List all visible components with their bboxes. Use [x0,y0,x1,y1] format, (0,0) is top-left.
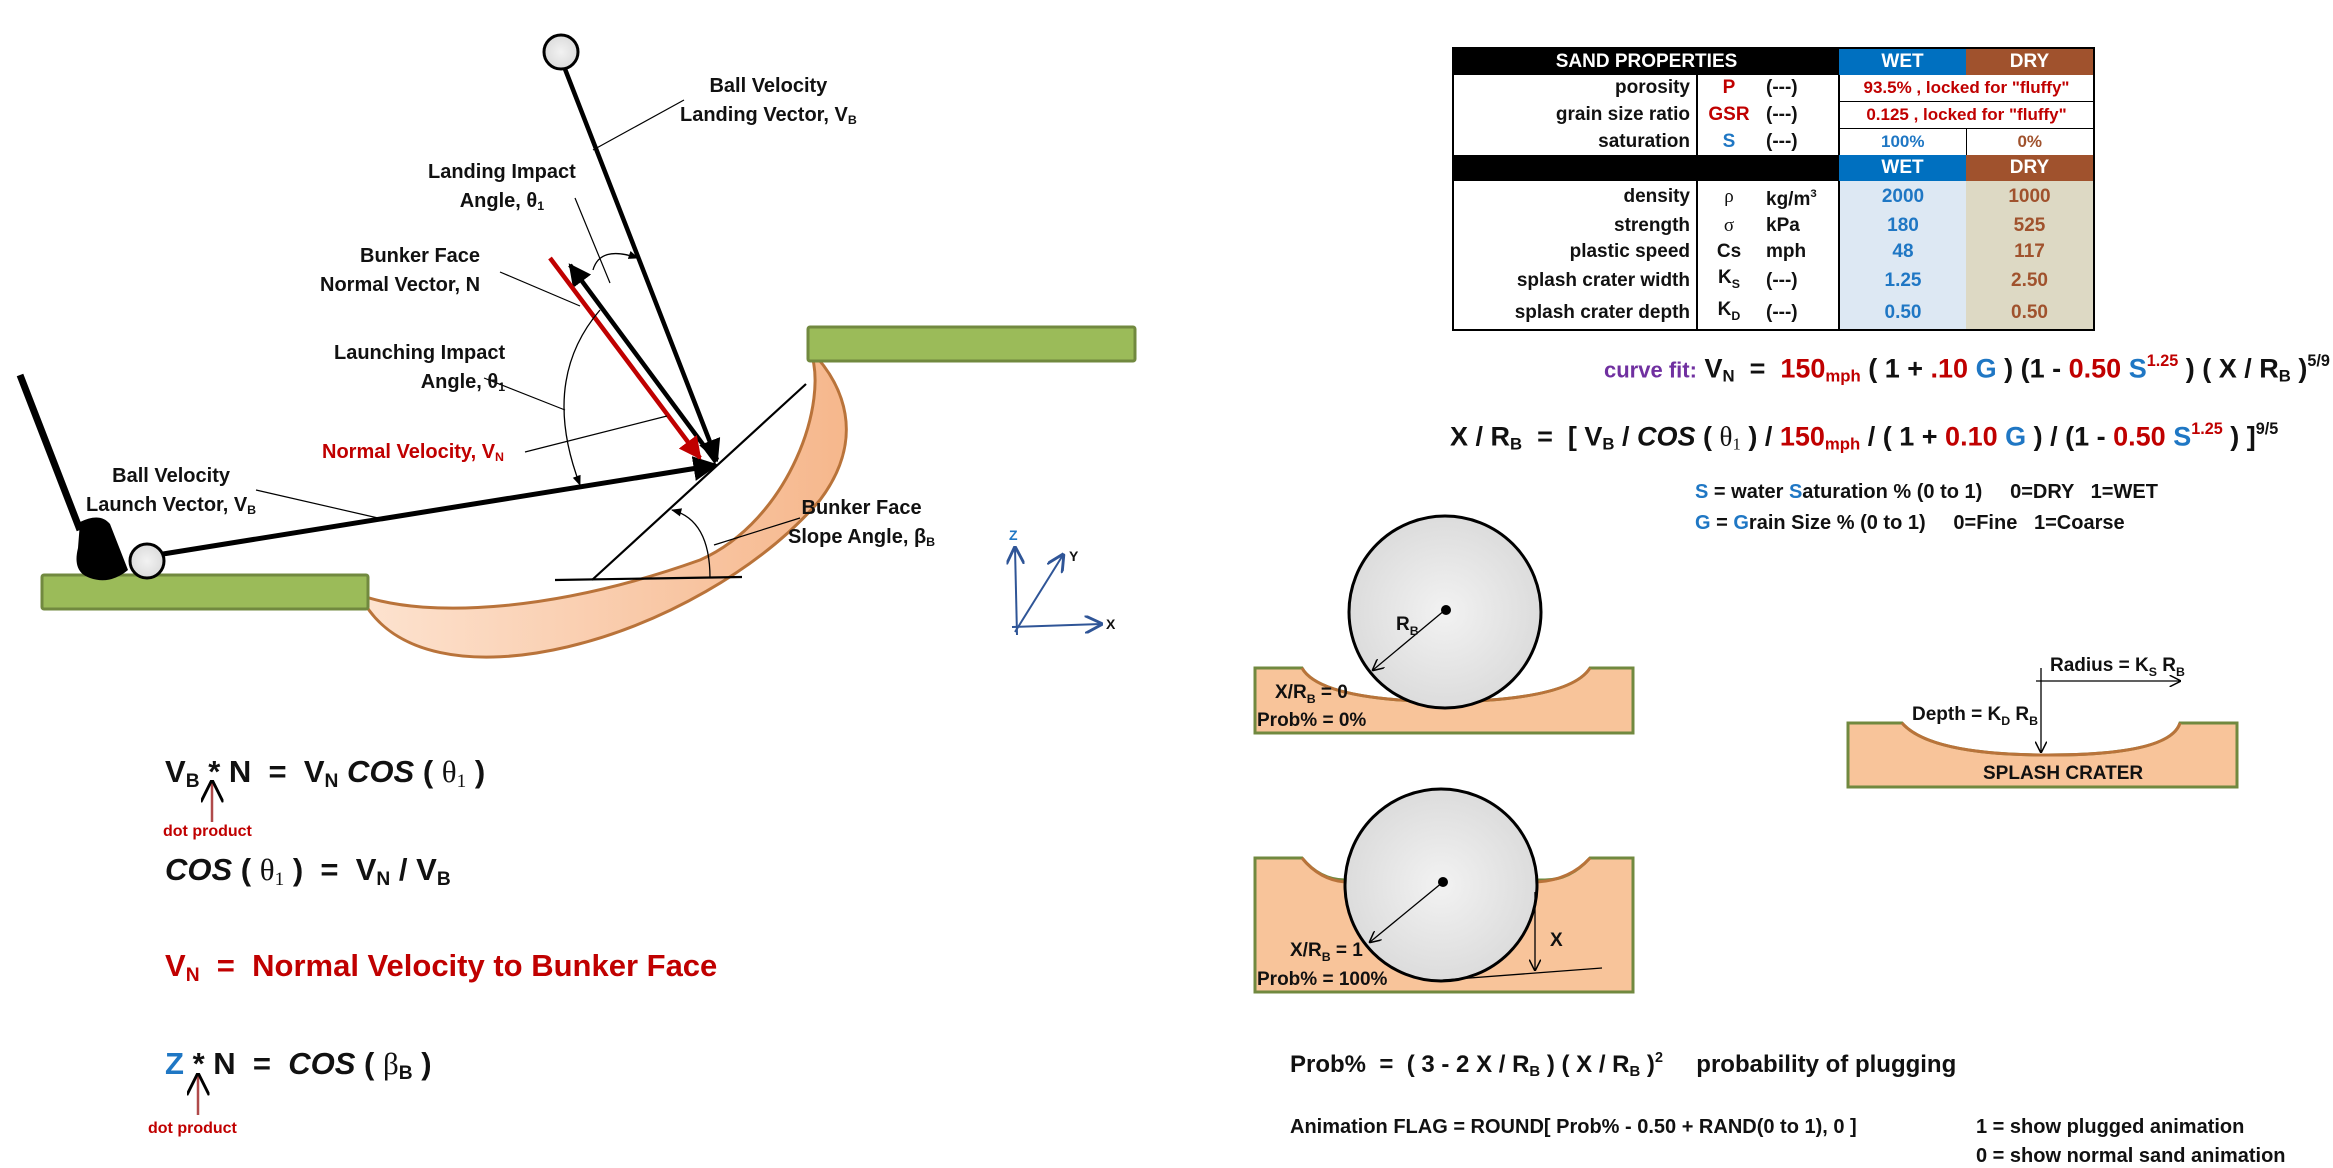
prob-label-top: Prob% = 0% [1257,710,1367,731]
launching-angle-arc [563,309,601,486]
table-title: SAND PROPERTIES [1453,48,1839,75]
equation-normal-velocity-definition: VN = Normal Velocity to Bunker Face [165,948,718,986]
club-head [76,517,128,581]
leader-landing-angle [574,197,611,284]
ratio-label-top: X/RB = 0 [1275,682,1348,706]
radius-arrow-bottom [1370,881,1444,942]
z-axis [1015,548,1017,636]
curve-fit-formula: curve fit: VN = 150mph ( 1 + .10 G ) (1 … [1604,352,2330,386]
dot-product-note-1: dot product [163,823,252,840]
table-row: plastic speed Cs mph 48 117 [1453,238,2094,265]
launch-ball [128,542,166,580]
landing-vector [562,68,721,463]
label-normal-vector: Bunker Face Normal Vector, N [320,245,481,296]
flag-one-description: 1 = show plugged animation [1976,1116,2245,1138]
launch-vector [162,456,719,557]
equation-dot-product-vb-n: VB * N = VN COS ( θ1 ) [165,754,486,792]
splash-crater-title: SPLASH CRATER [1983,763,2144,784]
club-shaft [16,373,84,532]
axis-label-x: X [1106,616,1116,632]
label-slope-angle: Bunker Face Slope Angle, βB [788,497,936,550]
radius-arrow-top [1373,609,1446,670]
prob-label-bottom: Prob% = 100% [1257,969,1388,990]
dot-product-note-2: dot product [148,1120,237,1137]
table-row: porosity P (---) 93.5% , locked for "flu… [1453,75,2094,102]
leader-slope-angle [713,517,801,546]
slope-angle-arc [670,508,711,579]
legend-grain-size: G = Grain Size % (0 to 1) 0=Fine 1=Coars… [1695,512,2125,534]
leader-landing-vector [592,99,685,151]
normal-velocity-vector [548,256,702,460]
splash-depth-label: Depth = KD RB [1912,704,2039,728]
label-launch-vector: Ball Velocity Launch Vector, VB [86,465,257,518]
animation-flag-formula: Animation FLAG = ROUND[ Prob% - 0.50 + R… [1290,1116,1857,1138]
wet-header: WET [1839,48,1966,75]
leader-normal-velocity [524,415,668,453]
porosity-value: 93.5% , locked for "fluffy" [1839,75,2094,102]
sand-properties-table: SAND PROPERTIES WET DRY porosity P (---)… [1452,47,2095,331]
table-subheader-row: WET DRY [1453,155,2094,181]
table-row: splash crater depth KD (---) 0.50 0.50 [1453,296,2094,330]
y-axis [1014,555,1063,633]
splash-crater-bowl [1900,721,2182,757]
bunker-face-tangent [591,383,807,581]
landing-angle-arc [592,251,639,271]
depth-x-label: X [1550,930,1563,951]
x-axis [1011,624,1101,627]
axis-label-z: Z [1009,527,1018,543]
table-row: grain size ratio GSR (---) 0.125 , locke… [1453,101,2094,129]
label-landing-angle: Landing Impact Angle, θ1 [428,161,576,214]
normal-vector [568,263,718,464]
xyz-axes [1011,548,1101,636]
equation-dot-product-z-n: Z * N = COS ( βB ) [165,1046,432,1084]
label-launching-angle: Launching Impact Angle, θ1 [334,342,506,395]
horizontal-reference [554,575,743,582]
right-grass [806,325,1137,363]
legend-saturation: S = water Saturation % (0 to 1) 0=DRY 1=… [1695,481,2158,503]
splash-radius-label: Radius = KS RB [2050,655,2185,679]
grain-size-value: 0.125 , locked for "fluffy" [1839,101,2094,129]
equation-cos-theta: COS ( θ1 ) = VN / VB [165,852,451,890]
ball-bottom-baseline [1442,967,1603,981]
leader-launch-vector [255,489,379,519]
table-row: density ρ kg/m3 2000 1000 [1453,181,2094,213]
label-landing-vector: Ball Velocity Landing Vector, VB [680,75,857,128]
table-row: saturation S (---) 100% 0% [1453,128,2094,155]
ratio-label-bottom: X/RB = 1 [1290,940,1363,964]
table-header-row: SAND PROPERTIES WET DRY [1453,48,2094,75]
label-normal-velocity: Normal Velocity, VN [322,441,504,465]
x-over-rb-formula: X / RB = [ VB / COS ( θ1 ) / 150mph / ( … [1450,420,2279,454]
dry-header: DRY [1966,48,2094,75]
ball-center-top [1441,605,1451,615]
left-grass [40,573,370,611]
leader-launching-angle [483,377,566,411]
prob-formula: Prob% = ( 3 - 2 X / RB ) ( X / RB )2 pro… [1290,1050,1957,1080]
sand-crater-bottom-left [1300,857,1346,884]
radius-label-top: RB [1396,614,1419,638]
leader-normal-vector [499,271,581,307]
flag-zero-description: 0 = show normal sand animation [1976,1145,2286,1167]
table-row: strength σ kPa 180 525 [1453,212,2094,239]
landing-ball [542,33,580,71]
axis-label-y: Y [1069,548,1079,564]
table-row: splash crater width KS (---) 1.25 2.50 [1453,264,2094,297]
sand-crater-bottom-right [1536,856,1592,884]
